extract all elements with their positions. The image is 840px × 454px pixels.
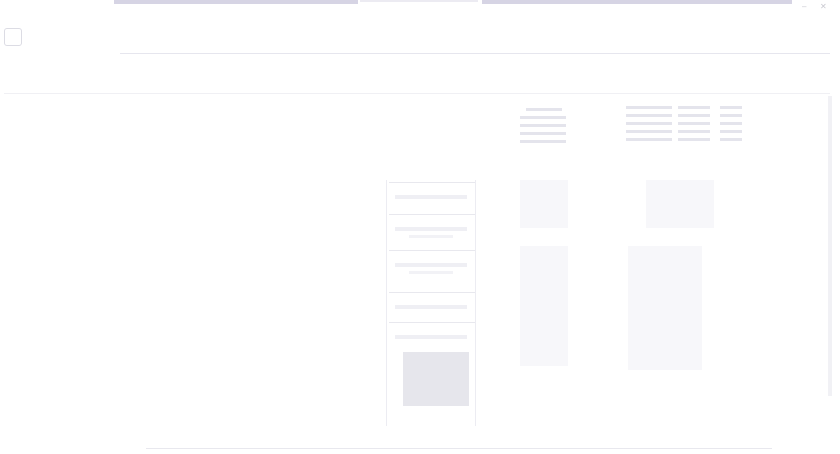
form-card[interactable] (389, 182, 475, 212)
thumbnail-line (520, 124, 566, 127)
close-icon[interactable]: ✕ (820, 2, 827, 11)
form-field (409, 271, 453, 274)
thumbnail-line (678, 130, 710, 133)
tab-1[interactable] (114, 0, 358, 20)
form-field (395, 195, 467, 199)
right-line (744, 232, 832, 244)
form-card[interactable] (389, 214, 475, 248)
app-logo-icon (4, 28, 22, 46)
app-menu[interactable] (0, 0, 100, 20)
right-line (744, 172, 832, 184)
right-line (744, 268, 832, 280)
thumbnail-line (720, 122, 742, 125)
right-line (744, 292, 832, 304)
form-mockup (386, 180, 476, 426)
section-tabs (0, 82, 840, 94)
scrollbar[interactable] (828, 96, 832, 396)
thumbnail-lines (720, 106, 742, 146)
right-line (744, 124, 832, 136)
thumbnail-image (628, 246, 702, 370)
right-line (744, 244, 832, 256)
thumbnail-image (520, 246, 568, 366)
footer (0, 436, 840, 454)
right-line (744, 280, 832, 292)
right-line (744, 196, 832, 208)
right-line (744, 316, 832, 328)
section-tabs-divider (4, 93, 830, 94)
thumbnail-line (626, 138, 672, 141)
app-logo[interactable] (4, 26, 116, 52)
right-line (744, 208, 832, 220)
tab-3[interactable] (482, 0, 792, 20)
thumbnail-line (678, 106, 710, 109)
row-label (4, 292, 304, 346)
thumbnail-line (526, 108, 562, 111)
thumbnail-line (720, 138, 742, 141)
right-line (744, 112, 832, 124)
thumbnail-line (720, 130, 742, 133)
header (0, 22, 840, 56)
row-label (4, 184, 304, 238)
row-labels (4, 130, 304, 400)
right-line (744, 304, 832, 316)
tab-2[interactable] (360, 0, 478, 20)
form-field (395, 305, 467, 309)
form-field (409, 235, 453, 238)
image-preview (403, 352, 469, 406)
thumbnail-line (720, 114, 742, 117)
row-label (4, 346, 304, 400)
row-label (4, 238, 304, 292)
thumbnail-lines (626, 106, 672, 146)
right-line (744, 148, 832, 160)
right-line (744, 340, 832, 352)
right-column (744, 100, 832, 390)
tab-indicator (360, 0, 478, 2)
form-field (395, 263, 467, 267)
right-line (744, 256, 832, 268)
tab-indicator (114, 0, 358, 4)
form-card[interactable] (389, 292, 475, 320)
thumbnail-image (520, 180, 568, 228)
thumbnail-line (678, 138, 710, 141)
thumbnail-line (626, 106, 672, 109)
thumbnail-line (626, 122, 672, 125)
thumbnail-lines (678, 106, 710, 146)
footer-divider (146, 448, 772, 449)
thumbnail-line (678, 122, 710, 125)
form-card[interactable] (389, 250, 475, 290)
thumbnail-line (678, 114, 710, 117)
header-divider (120, 53, 830, 54)
minimize-icon[interactable]: – (802, 2, 807, 11)
thumbnail-lines (520, 108, 566, 148)
thumbnail-line (520, 140, 566, 143)
thumbnail-line (626, 130, 672, 133)
thumbnail-line (520, 116, 566, 119)
right-line (744, 100, 832, 112)
tab-indicator (482, 0, 792, 4)
row-label (4, 130, 304, 184)
tab-strip: – ✕ (0, 0, 840, 20)
right-line (744, 220, 832, 232)
right-line (744, 328, 832, 340)
form-field (395, 227, 467, 231)
form-card[interactable] (389, 322, 475, 348)
thumbnail-line (626, 114, 672, 117)
thumbnail-line (720, 106, 742, 109)
form-field (395, 335, 467, 339)
right-line (744, 160, 832, 172)
thumbnail-image (646, 180, 714, 228)
thumbnail-line (520, 132, 566, 135)
right-line (744, 184, 832, 196)
right-line (744, 136, 832, 148)
